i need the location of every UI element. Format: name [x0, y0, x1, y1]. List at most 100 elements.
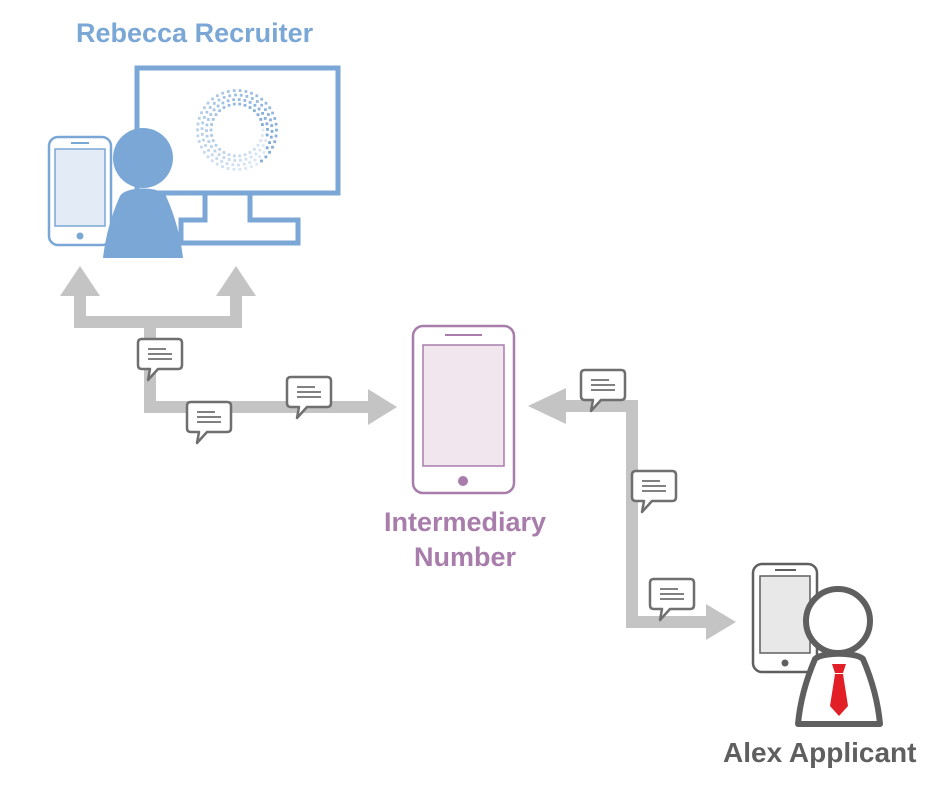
spinner-dot [259, 139, 263, 142]
spinner-dot [196, 122, 200, 126]
spinner-dot [255, 162, 259, 166]
spinner-dot [255, 100, 259, 103]
spinner-dot [222, 106, 226, 109]
spinner-dot [207, 149, 210, 152]
spinner-dot [238, 102, 242, 106]
recruiter-monitor-icon [134, 65, 341, 246]
spinner-dot [227, 103, 231, 107]
spinner-dot [273, 117, 277, 120]
spinner-dot [242, 162, 246, 166]
spinner-dot [256, 113, 260, 117]
spinner-dot [264, 139, 268, 142]
spinner-dot [227, 158, 231, 161]
spinner-dot [205, 123, 209, 127]
spinner-dot [269, 135, 273, 139]
spinner-dot [254, 152, 258, 156]
spinner-dot [221, 101, 225, 105]
spinner-dot [269, 118, 272, 122]
spinner-dot [260, 97, 264, 101]
spinner-dot [244, 167, 248, 170]
spinner-dot [237, 98, 241, 101]
spinner-dot [216, 104, 220, 108]
spinner-dot [261, 144, 265, 147]
spinner-dot [250, 97, 254, 100]
spinner-dot [232, 89, 236, 92]
spinner-dot [210, 159, 214, 163]
spinner-dot [217, 98, 221, 102]
spinner-dot [234, 93, 237, 97]
spinner-dot [243, 99, 247, 102]
spinner-dot [200, 133, 204, 136]
spinner-dot [266, 128, 269, 131]
spinner-dot [227, 153, 231, 157]
message-bubble-icon [630, 469, 678, 514]
spinner-dot [250, 91, 253, 95]
spinner-dot [238, 168, 242, 171]
spinner-dot [215, 94, 219, 98]
spinner-dot [210, 123, 213, 126]
spinner-dot [226, 90, 230, 93]
recruiter-phone-icon [47, 135, 113, 247]
spinner-dot [261, 112, 264, 115]
spinner-dot [239, 158, 242, 162]
spinner-dot [249, 155, 253, 159]
spinner-dot [202, 138, 205, 142]
recruiter-label: Rebecca Recruiter [76, 18, 314, 48]
spinner-dot [243, 103, 247, 107]
spinner-dot [265, 122, 269, 126]
spinner-dot [264, 108, 267, 111]
spinner-dot [248, 151, 252, 154]
spinner-dot [200, 127, 204, 130]
spinner-dot [253, 109, 256, 113]
spinner-dot [237, 163, 240, 167]
spinner-dot [200, 145, 203, 149]
spinner-dot [233, 159, 237, 162]
spinner-dot [205, 110, 209, 114]
spinner-icon [196, 89, 278, 171]
spinner-dot [221, 165, 224, 169]
spinner-dot [268, 141, 271, 144]
intermediary-phone-icon [411, 324, 516, 495]
spinner-dot [248, 161, 252, 164]
spinner-dot [225, 162, 229, 165]
spinner-dot [260, 103, 264, 107]
spinner-dot [206, 155, 210, 159]
spinner-dot [196, 134, 200, 138]
spinner-dot [200, 111, 203, 115]
spinner-dot [205, 134, 209, 138]
applicant-label: Alex Applicant [723, 737, 917, 768]
spinner-dot [222, 151, 226, 154]
spinner-dot [206, 101, 210, 105]
spinner-dot [209, 113, 213, 116]
spinner-dot [196, 128, 199, 132]
spinner-dot [226, 167, 230, 170]
spinner-dot [228, 94, 232, 98]
spinner-dot [238, 154, 242, 158]
spinner-dot [220, 160, 224, 163]
spinner-dot [259, 118, 263, 121]
spinner-dot [261, 128, 265, 132]
spinner-dot [268, 106, 272, 110]
spinner-dot [265, 146, 269, 150]
spinner-dot [273, 140, 277, 144]
spinner-dot [208, 106, 212, 109]
spinner-dot [274, 134, 278, 138]
spinner-dot [243, 153, 247, 157]
spinner-dot [213, 149, 217, 153]
spinner-dot [231, 163, 235, 167]
spinner-dot [261, 123, 264, 126]
spinner-dot [263, 117, 267, 120]
spinner-dot [232, 98, 235, 102]
message-bubble-icon [185, 400, 233, 445]
applicant-phone-icon [751, 562, 819, 674]
spinner-dot [264, 101, 268, 105]
spinner-dot [253, 147, 256, 151]
spinner-dot [253, 158, 257, 162]
spinner-dot [218, 147, 221, 151]
spinner-dot [205, 129, 208, 132]
spinner-dot [248, 101, 252, 104]
spinner-dot [267, 113, 270, 116]
spinner-dot [265, 133, 269, 137]
spinner-dot [256, 143, 260, 147]
